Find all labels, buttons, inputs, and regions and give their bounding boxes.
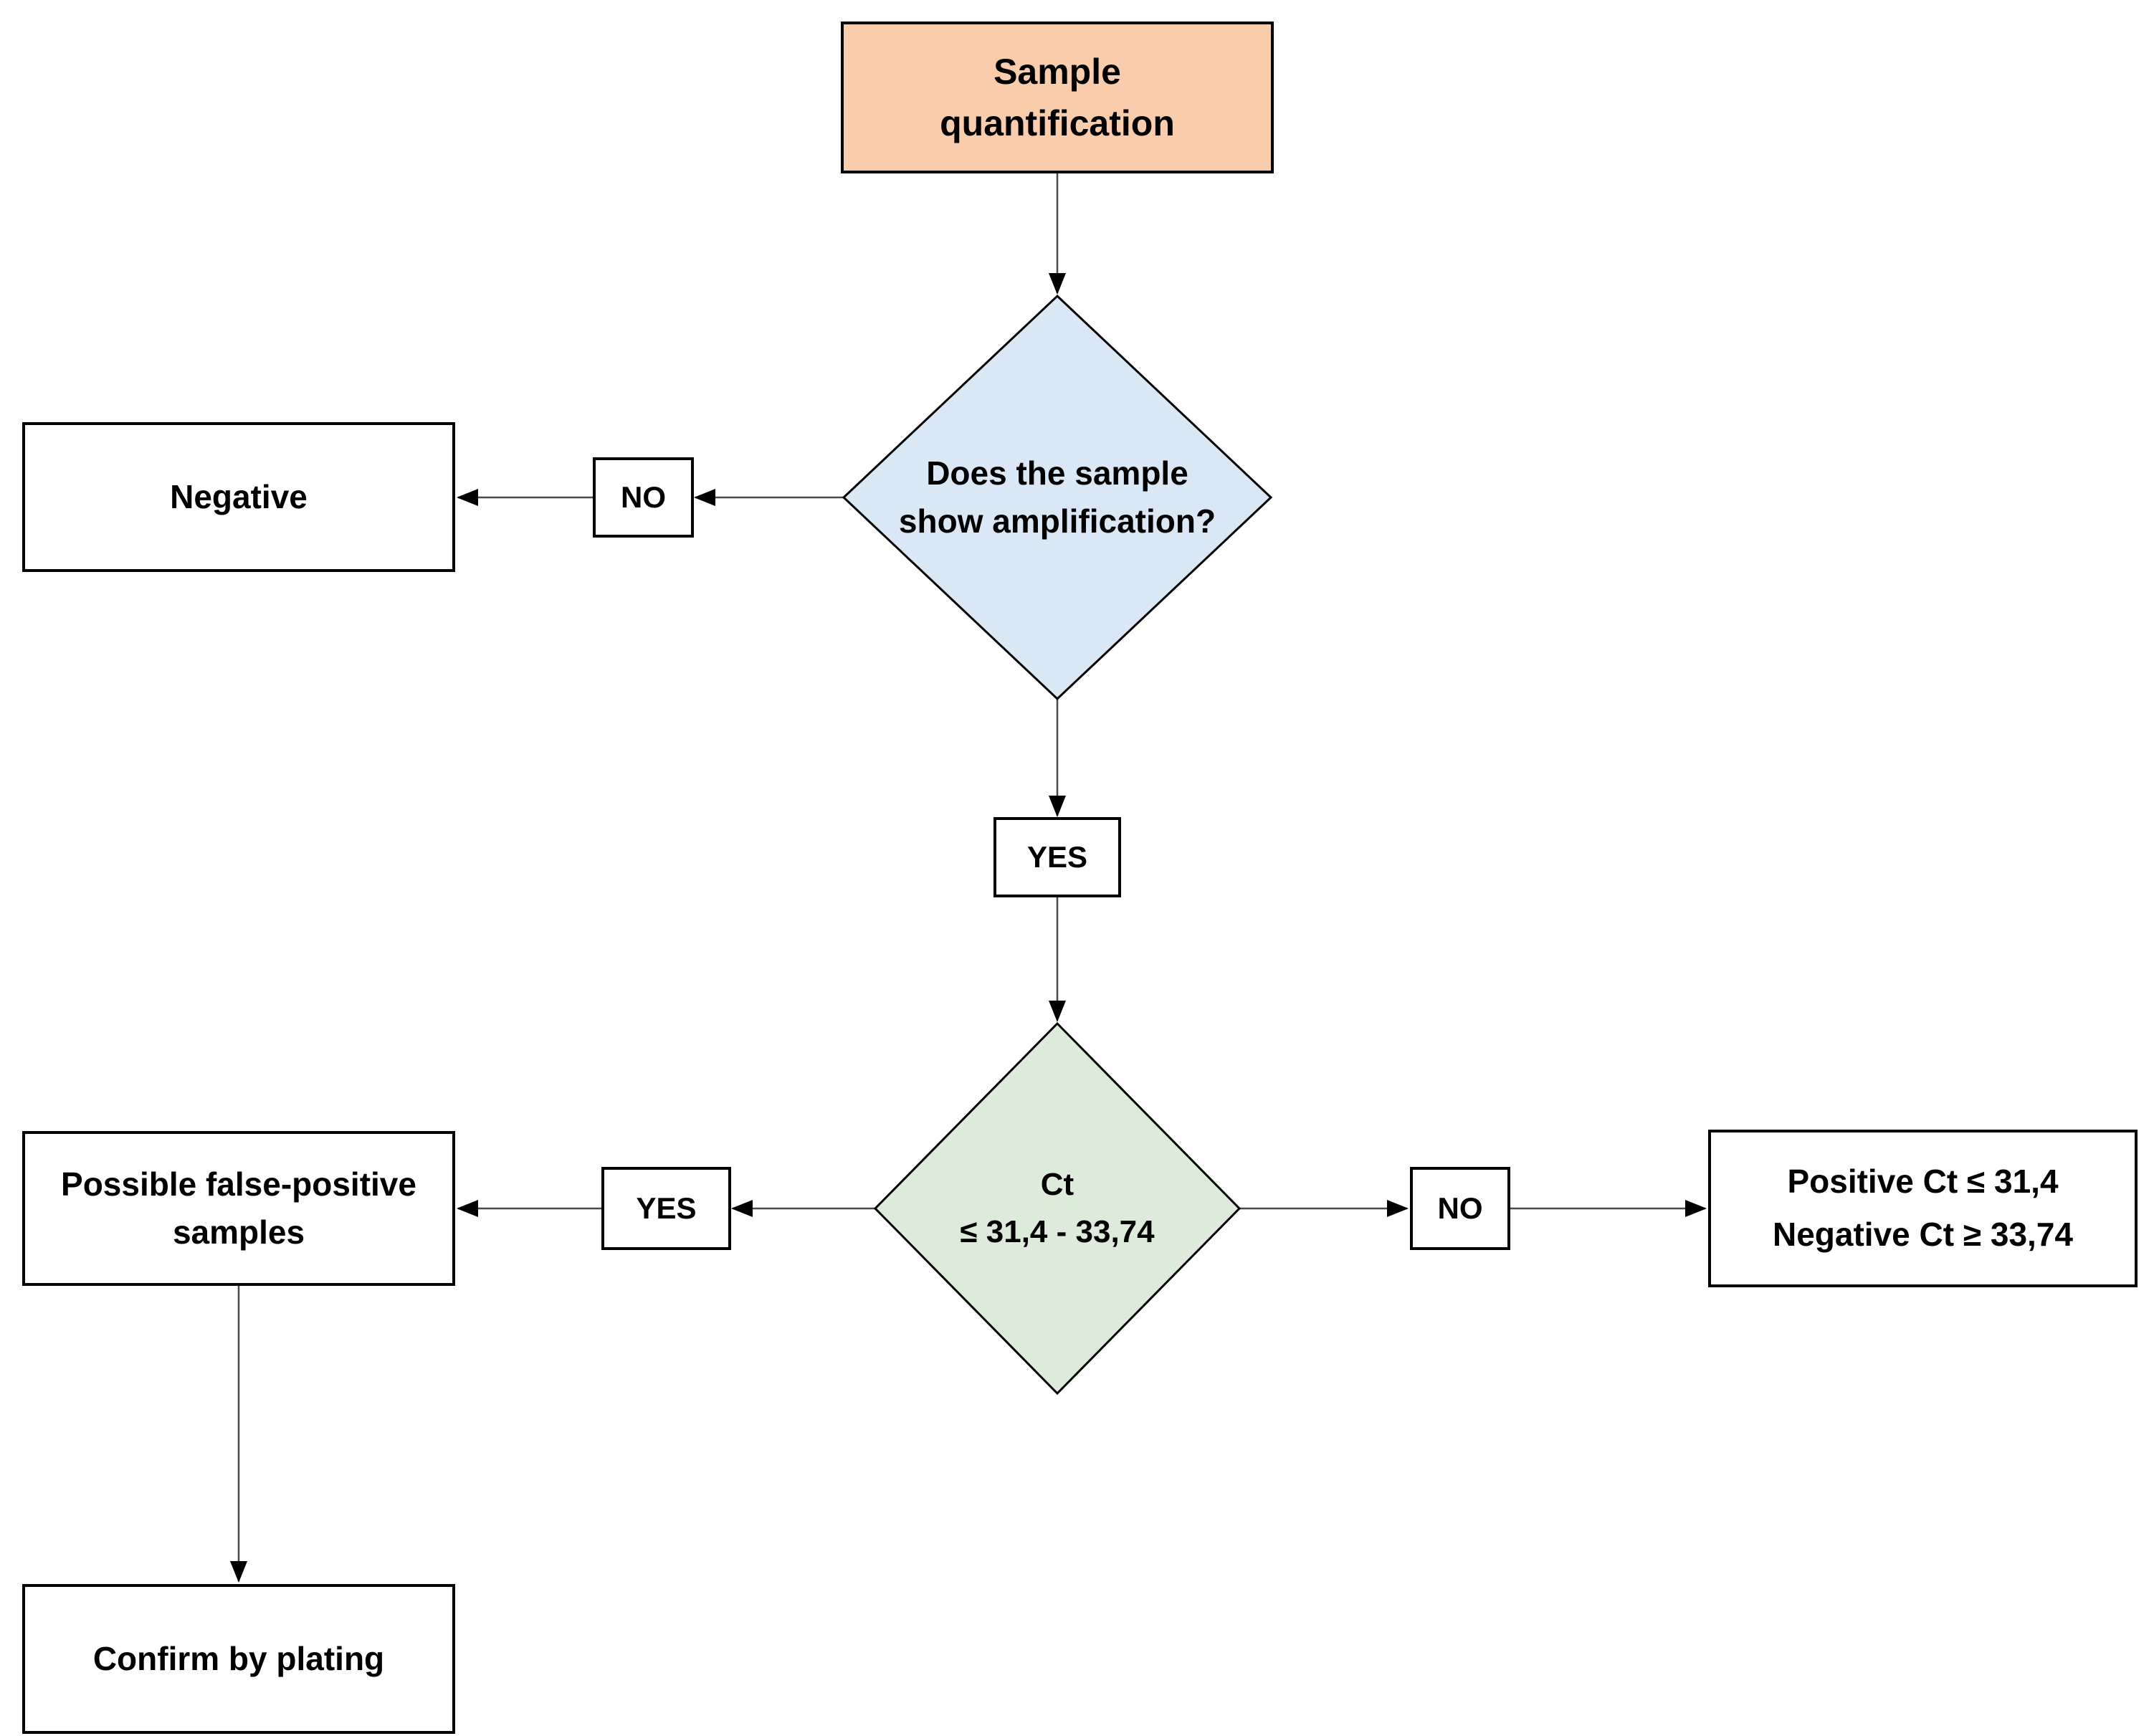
- ct-result-box-shape: [1708, 1130, 2138, 1287]
- confirm-plating-box-shape: [22, 1584, 455, 1734]
- no2-box-shape: [1410, 1167, 1510, 1250]
- false-positive-box-shape: [22, 1131, 455, 1286]
- yes2-box-shape: [601, 1167, 731, 1250]
- negative-box-shape: [22, 422, 455, 572]
- start-box-shape: [841, 22, 1274, 173]
- ct-decision-diamond-shape: [873, 1021, 1242, 1396]
- no1-box-shape: [593, 457, 694, 538]
- amplification-decision-diamond-shape: [842, 294, 1273, 701]
- yes1-box-shape: [993, 817, 1121, 897]
